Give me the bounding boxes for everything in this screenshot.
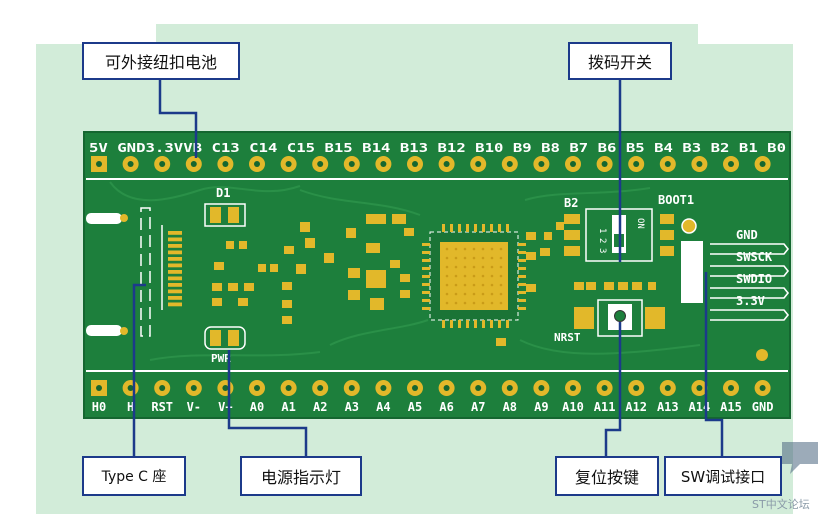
- bottom-pin-label: A5: [408, 400, 422, 414]
- silk-pwr: PWR: [211, 352, 231, 365]
- bottom-pin-label: V+: [218, 400, 232, 414]
- leader-reset-button: [604, 322, 622, 456]
- bottom-pin-label: A7: [471, 400, 485, 414]
- bottom-pin-label: A6: [439, 400, 453, 414]
- leader-battery: [158, 80, 198, 158]
- top-pin-header: [91, 156, 771, 172]
- silk-dip-3: 3: [597, 248, 607, 253]
- silk-b2: B2: [564, 196, 578, 210]
- swd-pin-arrows: GND SWSCK SWDIO 3.3V: [710, 228, 790, 321]
- swd-pin-label: 3.3V: [736, 294, 765, 308]
- bottom-pin-label: A8: [503, 400, 517, 414]
- bottom-pin-label: A0: [250, 400, 264, 414]
- silk-boot1: BOOT1: [658, 193, 694, 207]
- bottom-pin-label: A3: [345, 400, 359, 414]
- bottom-pin-label: A9: [534, 400, 548, 414]
- swd-pin-label: SWDIO: [736, 272, 772, 286]
- leader-sw-port: [704, 272, 724, 456]
- callout-type-c: Type C 座: [82, 456, 186, 496]
- usb-type-c-connector: [86, 207, 163, 337]
- mcu-chip: [422, 224, 526, 328]
- bottom-pin-header: [91, 380, 771, 396]
- bottom-pin-label: A4: [376, 400, 390, 414]
- forum-logo-icon: [782, 442, 818, 474]
- backdrop-white-notch-right: [698, 24, 793, 44]
- bottom-pin-label: GND: [752, 400, 774, 414]
- callout-dip-switch: 拨码开关: [568, 42, 672, 80]
- bottom-pin-label: A12: [625, 400, 647, 414]
- bottom-pin-label: V-: [187, 400, 201, 414]
- watermark-text: ST中文论坛: [752, 498, 810, 511]
- usb-pad-row: [168, 231, 182, 307]
- led-pwr: [204, 326, 246, 350]
- passive-components: [212, 214, 656, 346]
- callout-battery: 可外接纽扣电池: [82, 42, 240, 80]
- silk-dip-1: 1: [597, 228, 607, 233]
- leader-type-c: [132, 283, 146, 456]
- callout-reset-button: 复位按键: [555, 456, 659, 496]
- swd-pin-label: GND: [736, 228, 758, 242]
- bottom-pin-labels: H0 H RST V- V+ A0 A1 A2 A3 A4 A5 A6 A7 A8 A9 A10 A11 A12 A…: [92, 400, 774, 414]
- swd-header: [681, 241, 703, 303]
- bottom-pin-label: A15: [720, 400, 742, 414]
- bottom-pin-label: RST: [151, 400, 173, 414]
- callout-power-led: 电源指示灯: [240, 456, 362, 496]
- bottom-pin-label: H0: [92, 400, 106, 414]
- silk-dip-2: 2: [597, 238, 607, 243]
- swd-pin-label: SWSCK: [736, 250, 773, 264]
- silk-dip-on: ON: [635, 218, 645, 229]
- top-pin-labels: 5V GND3.3VVB C13 C14 C15 B15 B14 B13 B12…: [89, 140, 786, 155]
- silk-nrst: NRST: [554, 331, 581, 344]
- bottom-pin-label: A11: [594, 400, 616, 414]
- bottom-pin-label: H: [127, 400, 134, 414]
- bottom-pin-label: A13: [657, 400, 679, 414]
- backdrop-white-notch-left: [36, 24, 156, 44]
- silk-d1: D1: [216, 186, 230, 200]
- leader-lines: [132, 80, 724, 456]
- callout-sw-port: SW调试接口: [664, 456, 782, 496]
- boot1-pad: [681, 218, 697, 234]
- bottom-pin-label: A1: [281, 400, 295, 414]
- leader-power-led: [227, 350, 308, 456]
- pcb-traces: [109, 181, 701, 361]
- bottom-pin-label: A10: [562, 400, 584, 414]
- bottom-pin-label: A2: [313, 400, 327, 414]
- led-d1: [204, 203, 246, 227]
